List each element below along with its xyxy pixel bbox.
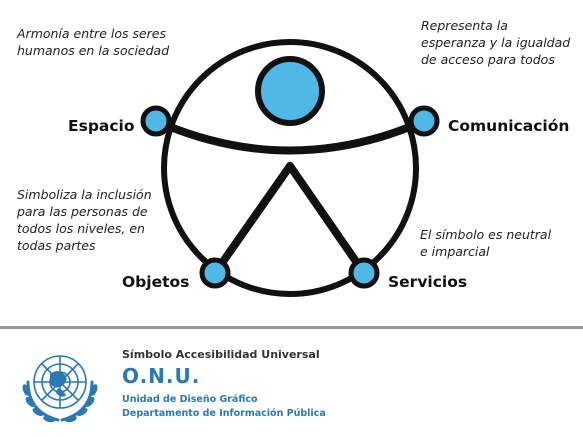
footer-department: Departamento de Información Pública bbox=[122, 408, 326, 419]
accessibility-symbol bbox=[140, 39, 440, 297]
note-neutral: El símbolo es neutral e imparcial bbox=[420, 227, 552, 259]
label-left-hand: Espacio bbox=[68, 117, 135, 135]
label-left-foot: Objetos bbox=[122, 273, 190, 291]
label-right-foot: Servicios bbox=[388, 273, 468, 291]
footer-divider bbox=[0, 326, 583, 329]
footer-organization: O.N.U. bbox=[122, 364, 201, 388]
figure-head bbox=[255, 56, 325, 126]
note-inclusion: Simboliza la inclusión para las personas… bbox=[17, 187, 152, 253]
figure-left-leg bbox=[211, 162, 294, 277]
outer-ring bbox=[161, 39, 419, 297]
node-right-hand bbox=[408, 105, 440, 137]
node-left-foot bbox=[199, 257, 231, 289]
un-emblem-icon bbox=[22, 355, 98, 423]
note-harmony: Armonía entre los seres humanos en la so… bbox=[17, 26, 170, 58]
footer-unit: Unidad de Diseño Gráfico bbox=[122, 394, 258, 405]
node-right-foot bbox=[348, 257, 380, 289]
footer-title: Símbolo Accesibilidad Universal bbox=[122, 348, 320, 361]
label-right-hand: Comunicación bbox=[448, 117, 570, 135]
figure-right-leg bbox=[286, 162, 368, 277]
note-hope: Representa la esperanza y la igualdad de… bbox=[421, 18, 571, 67]
node-left-hand bbox=[140, 105, 172, 137]
figure-arms bbox=[152, 117, 428, 155]
